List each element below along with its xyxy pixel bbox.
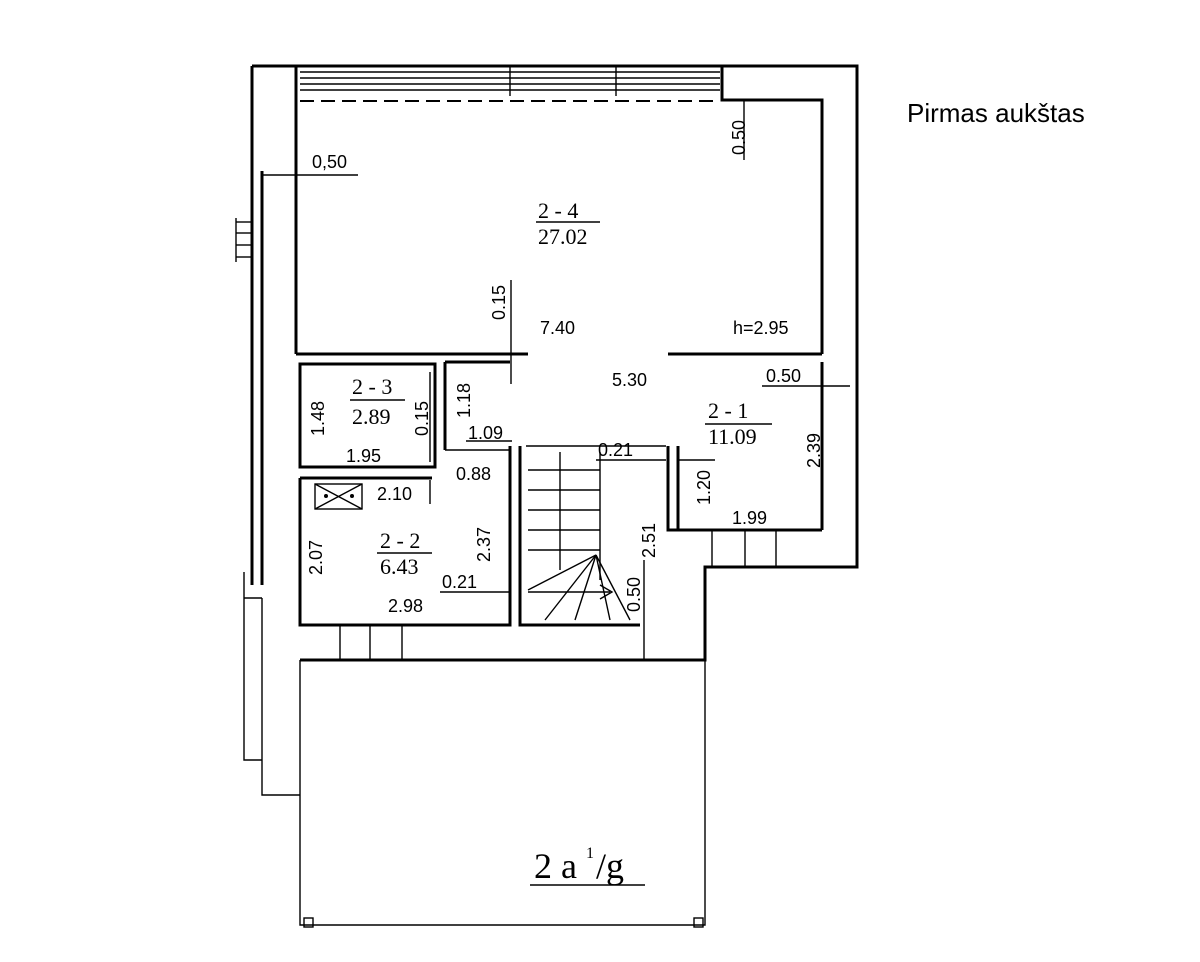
dim-120: 1.20 bbox=[694, 470, 714, 505]
chimney-symbol bbox=[314, 483, 363, 510]
dim-298: 2.98 bbox=[388, 596, 423, 616]
dim-148: 1.48 bbox=[308, 401, 328, 436]
window-recesses bbox=[339, 529, 777, 661]
room-2-2: 2 - 2 6.43 bbox=[377, 528, 432, 579]
dim-088: 0.88 bbox=[456, 464, 491, 484]
dim-015-b: 0.15 bbox=[412, 401, 432, 436]
dim-118: 1.18 bbox=[454, 383, 474, 418]
room-2-2-area: 6.43 bbox=[380, 554, 419, 579]
dim-251: 2.51 bbox=[639, 523, 659, 558]
room-2-2-id: 2 - 2 bbox=[380, 528, 420, 553]
left-entry-steps bbox=[235, 218, 300, 796]
stairs bbox=[527, 452, 631, 621]
floor-title: Pirmas aukštas bbox=[907, 98, 1085, 128]
room-2-3: 2 - 3 2.89 bbox=[350, 374, 405, 429]
room-2-4: 2 - 4 27.02 bbox=[536, 198, 600, 249]
dim-050-right: 0.50 bbox=[766, 366, 801, 386]
dim-530: 5.30 bbox=[612, 370, 647, 390]
room-2-1-area: 11.09 bbox=[708, 424, 757, 449]
dim-239: 2.39 bbox=[804, 433, 824, 468]
dim-050-left: 0,50 bbox=[312, 152, 347, 172]
room-2-1-id: 2 - 1 bbox=[708, 398, 748, 423]
dim-109: 1.09 bbox=[468, 423, 503, 443]
garage-label-tail: /g bbox=[596, 846, 624, 886]
dim-h295: h=2.95 bbox=[733, 318, 789, 338]
dimension-lines bbox=[262, 100, 850, 660]
dim-050-top: 0.50 bbox=[729, 120, 749, 155]
dim-195: 1.95 bbox=[346, 446, 381, 466]
garage-label-sup: 1 bbox=[586, 845, 594, 862]
room-2-3-area: 2.89 bbox=[352, 404, 391, 429]
room-2-3-id: 2 - 3 bbox=[352, 374, 392, 399]
dim-740: 7.40 bbox=[540, 318, 575, 338]
room-2-4-id: 2 - 4 bbox=[538, 198, 578, 223]
dim-207: 2.07 bbox=[306, 540, 326, 575]
dim-021-a: 0.21 bbox=[598, 440, 633, 460]
dim-199: 1.99 bbox=[732, 508, 767, 528]
garage-label-main: 2 a bbox=[534, 846, 577, 886]
garage-label: 2 a 1 /g bbox=[534, 845, 624, 886]
dim-021-b: 0.21 bbox=[442, 572, 477, 592]
room-2-4-area: 27.02 bbox=[538, 224, 588, 249]
dim-050-b: 0.50 bbox=[624, 577, 644, 612]
room-2-1: 2 - 1 11.09 bbox=[705, 398, 772, 449]
outer-walls bbox=[250, 64, 859, 662]
dim-237: 2.37 bbox=[474, 527, 494, 562]
dimension-labels: 0,50 0.50 0.15 7.40 h=2.95 5.30 0.50 1.4… bbox=[306, 120, 824, 616]
dim-015-a: 0.15 bbox=[489, 285, 509, 320]
top-window-strip bbox=[300, 66, 720, 102]
dim-210: 2.10 bbox=[377, 484, 412, 504]
garage-outline bbox=[299, 660, 706, 928]
